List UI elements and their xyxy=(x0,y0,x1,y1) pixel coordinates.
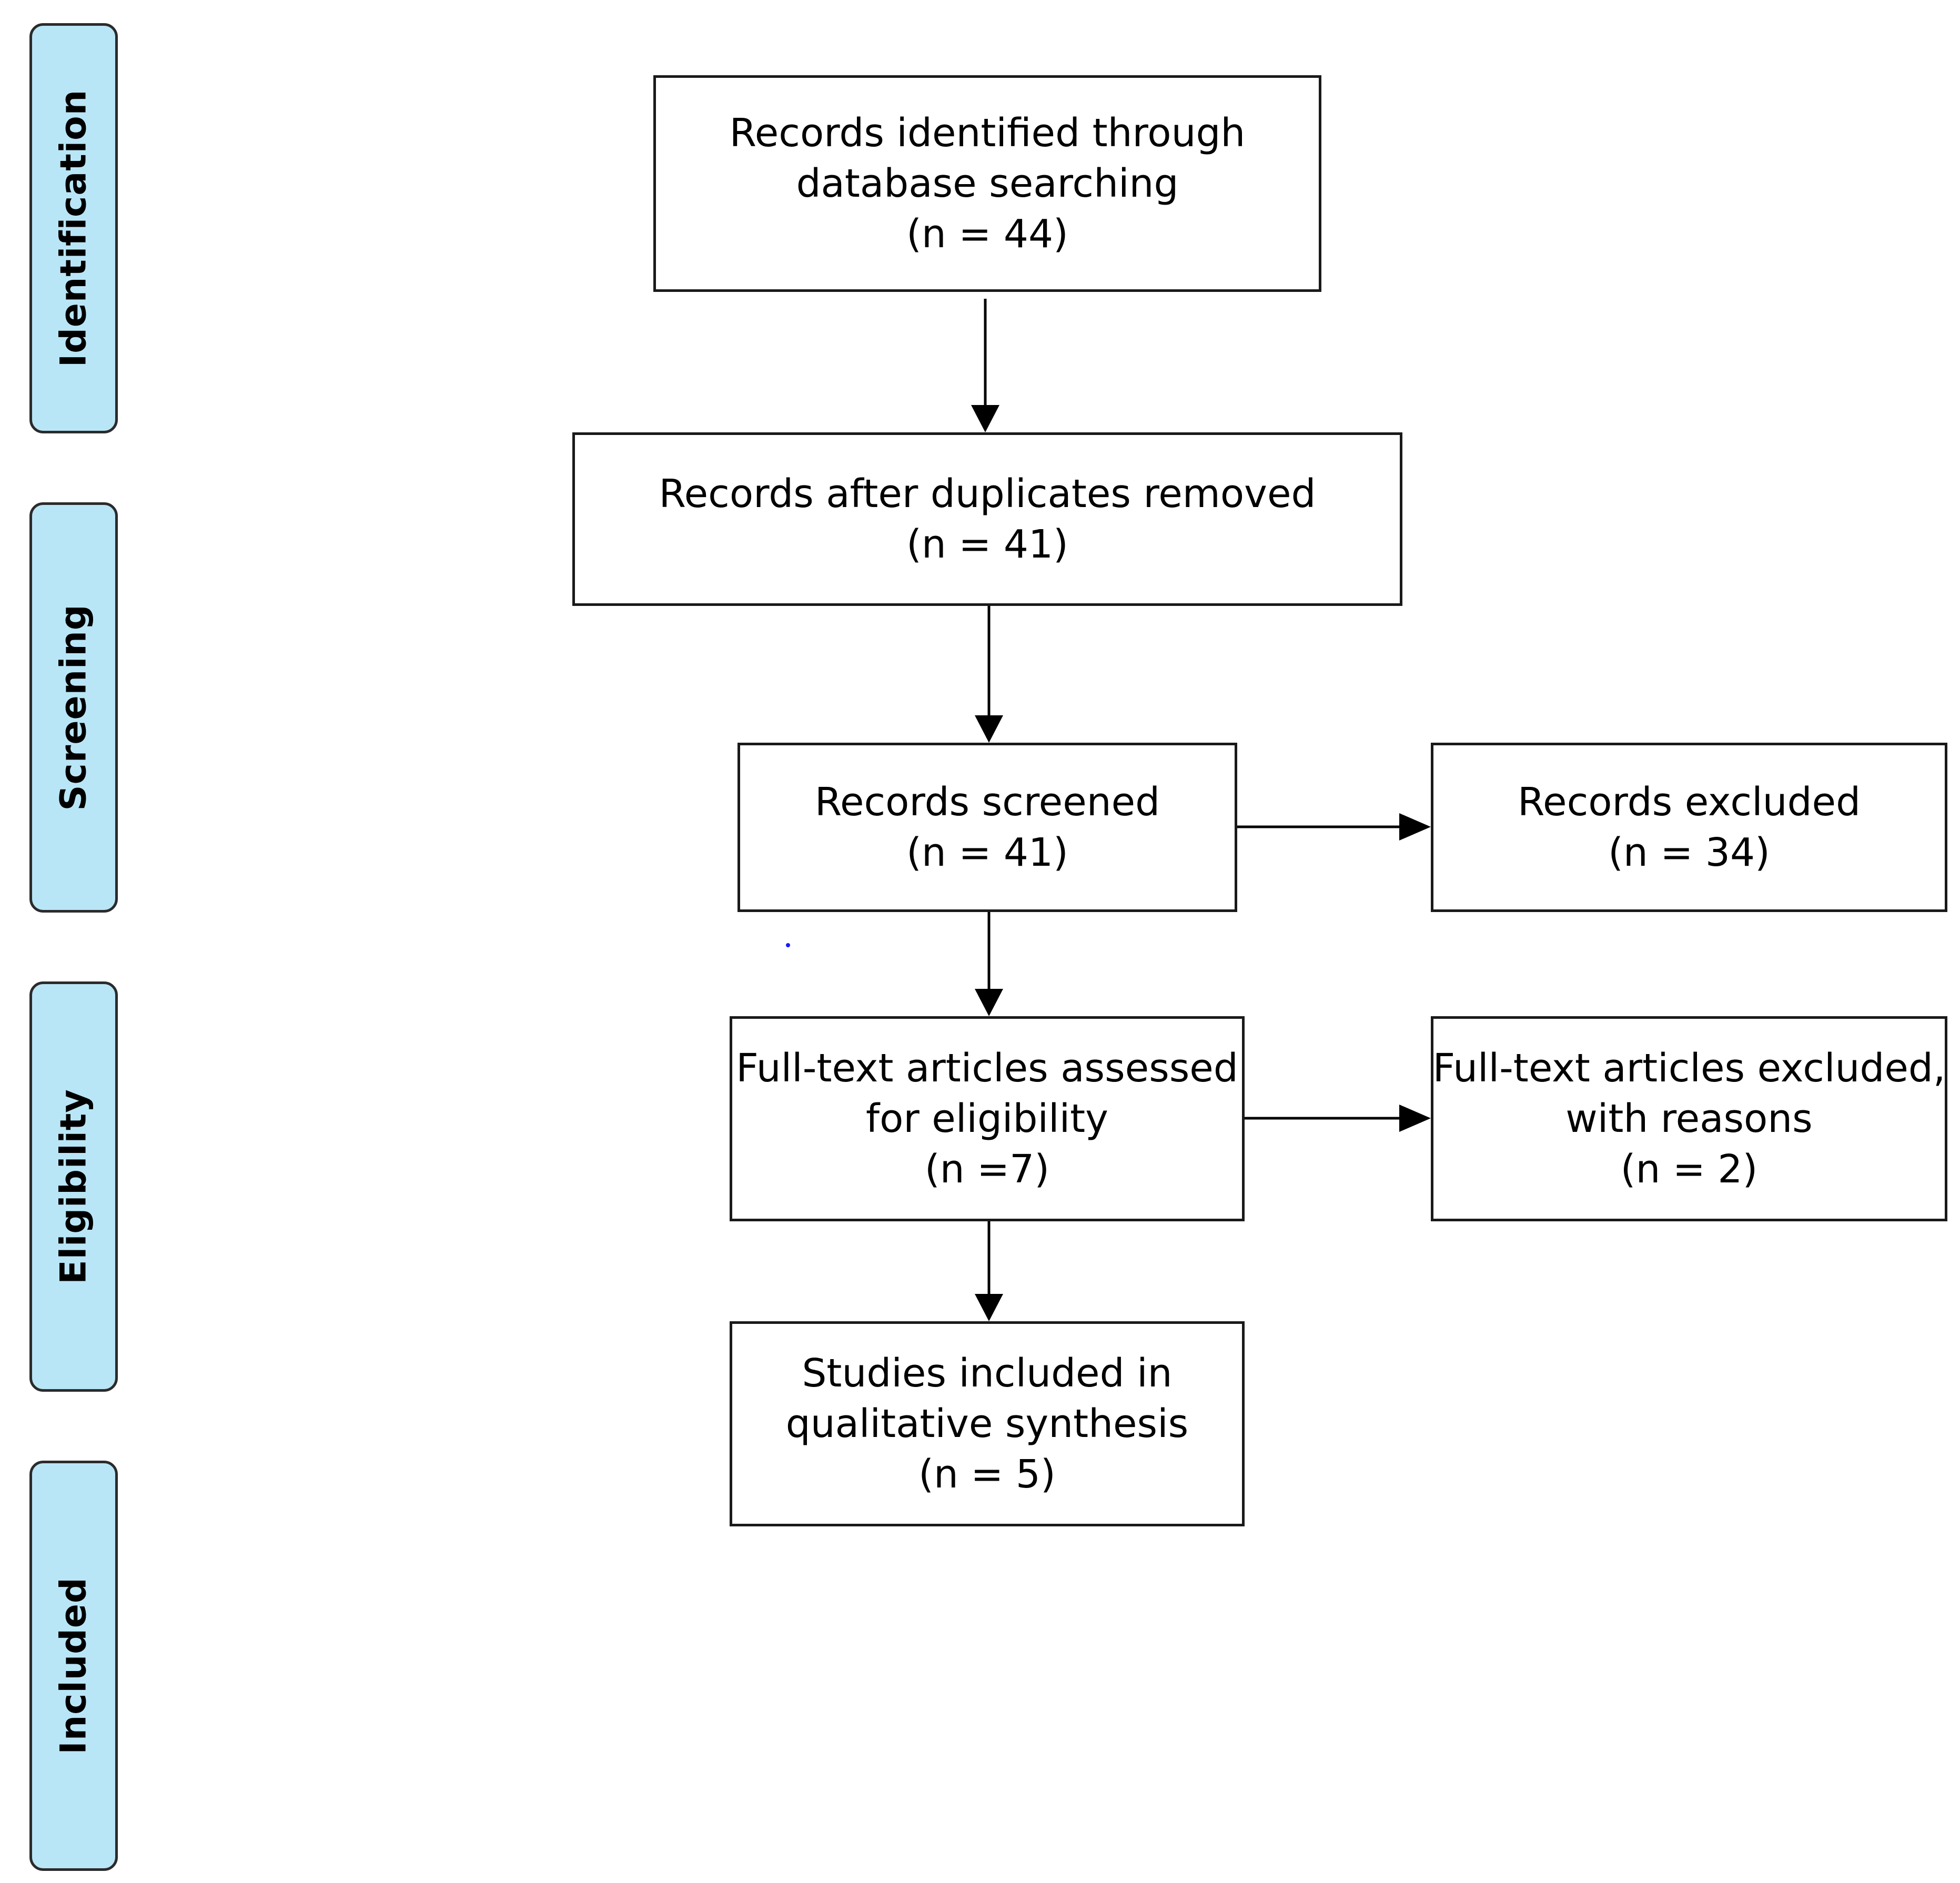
records-after-duplicates-line1: Records after duplicates removed xyxy=(659,471,1316,517)
studies-included-box: Studies included in qualitative synthesi… xyxy=(730,1321,1245,1526)
arrowhead-identified-to-deduplicated xyxy=(971,405,999,432)
records-after-duplicates-box: Records after duplicates removed (n = 41… xyxy=(572,432,1402,606)
fulltext-assessed-count: (n =7) xyxy=(924,1147,1050,1192)
phase-included: Included xyxy=(29,1461,118,1871)
records-identified-count: (n = 44) xyxy=(906,211,1068,257)
fulltext-assessed-line1: Full-text articles assessed xyxy=(736,1046,1238,1091)
records-screened-count: (n = 41) xyxy=(906,830,1068,875)
phase-eligibility: Eligibility xyxy=(29,981,118,1392)
studies-included-line1: Studies included in xyxy=(802,1351,1173,1396)
arrowhead-deduplicated-to-screened xyxy=(975,715,1003,743)
arrowhead-fulltext-to-included xyxy=(975,1294,1003,1321)
stray-dot xyxy=(786,943,790,947)
fulltext-assessed-line2: for eligibility xyxy=(866,1096,1108,1141)
fulltext-excluded-line2: with reasons xyxy=(1565,1096,1813,1141)
records-excluded-box: Records excluded (n = 34) xyxy=(1431,743,1947,912)
records-screened-line1: Records screened xyxy=(814,779,1160,825)
fulltext-excluded-count: (n = 2) xyxy=(1620,1147,1758,1192)
arrowhead-fulltext-to-excluded xyxy=(1399,1105,1431,1132)
fulltext-excluded-box: Full-text articles excluded, with reason… xyxy=(1431,1016,1947,1221)
studies-included-count: (n = 5) xyxy=(918,1452,1056,1497)
arrowhead-screened-to-fulltext xyxy=(975,989,1003,1016)
fulltext-excluded-line1: Full-text articles excluded, xyxy=(1432,1046,1946,1091)
records-identified-line1: Records identified through xyxy=(729,110,1246,156)
studies-included-line2: qualitative synthesis xyxy=(785,1401,1189,1446)
records-excluded-count: (n = 34) xyxy=(1608,830,1770,875)
records-identified-box: Records identified through database sear… xyxy=(653,75,1321,292)
fulltext-assessed-box: Full-text articles assessed for eligibil… xyxy=(730,1016,1245,1221)
phase-screening: Screening xyxy=(29,502,118,913)
records-identified-line2: database searching xyxy=(796,161,1179,206)
records-excluded-line1: Records excluded xyxy=(1517,779,1861,825)
records-after-duplicates-count: (n = 41) xyxy=(906,522,1068,567)
arrowhead-screened-to-excluded xyxy=(1399,813,1431,841)
phase-identification: Identification xyxy=(29,23,118,433)
records-screened-box: Records screened (n = 41) xyxy=(737,743,1237,912)
